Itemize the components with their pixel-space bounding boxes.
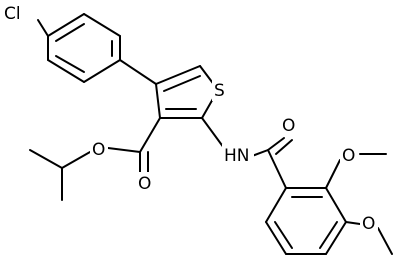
amide-oxygen-label: O [282, 116, 295, 136]
chlorine-label: Cl [4, 4, 21, 24]
methoxy-oxygen-lower-label: O [362, 214, 375, 234]
bond-ring2-ome-upper [325, 159, 341, 189]
bond-ring2-e [265, 221, 287, 255]
bond-c3-carbonyl [139, 117, 161, 153]
bond-ring1-a [47, 13, 85, 37]
bond-ome-lower-methyl [377, 227, 393, 255]
ester-ether-oxygen-label: O [92, 140, 105, 160]
atom-labels: Cl S HN O O O O O [2, 2, 378, 234]
bond-ring1-e [47, 59, 85, 83]
bond-ring1-d [83, 59, 121, 83]
bond-ring2-f [265, 187, 287, 223]
bond-amide-co-2 [275, 139, 293, 155]
chlorophenyl-ring [37, 13, 157, 85]
dimethoxyphenyl-ring [265, 153, 393, 255]
bond-ring2-b [325, 187, 347, 223]
methoxy-oxygen-upper-label: O [342, 146, 355, 166]
amide-linkage [201, 117, 293, 189]
bond-phenyl-thiophene [119, 59, 157, 85]
amide-nh-atom: HN [222, 144, 254, 166]
ester-ether-oxygen-atom: O [90, 138, 108, 160]
isopropyl-ester [29, 117, 161, 201]
amide-oxygen-atom: O [280, 114, 298, 136]
bond-ring1-b [83, 13, 121, 37]
sulfur-label: S [214, 81, 225, 101]
bond-ring2-inner-2 [319, 221, 338, 249]
methoxy-oxygen-upper-atom: O [340, 144, 358, 166]
bond-th-c4c5-double [163, 75, 201, 92]
bond-ring2-inner-3 [274, 221, 293, 249]
thiophene-ring [155, 65, 219, 119]
chlorine-atom: Cl [2, 2, 36, 24]
bond-ring1-inner-1 [55, 23, 85, 42]
sulfur-atom: S [212, 79, 228, 101]
amide-nh-label: HN [224, 146, 250, 166]
bond-cl-ring [37, 19, 49, 37]
bond-ring1-inner-3 [55, 55, 85, 73]
bond-amide-co-1 [267, 137, 285, 151]
bond-th-c3c4 [155, 83, 161, 119]
bond-carbonyl-ring2 [267, 149, 287, 189]
ester-carbonyl-oxygen-label: O [138, 174, 151, 194]
bond-ring2-ome-lower [345, 221, 361, 225]
bond-ch-methyl-a [29, 149, 63, 169]
bond-carbonyl-oether [107, 147, 141, 153]
ester-carbonyl-oxygen-atom: O [136, 172, 154, 194]
bond-th-c4c5 [155, 65, 201, 85]
bond-c2-nh [201, 117, 225, 149]
bond-oether-ch [61, 151, 91, 169]
methoxy-oxygen-lower-atom: O [360, 212, 378, 234]
bond-ring2-c [325, 221, 347, 255]
bond-nh-carbonyl [251, 149, 269, 157]
